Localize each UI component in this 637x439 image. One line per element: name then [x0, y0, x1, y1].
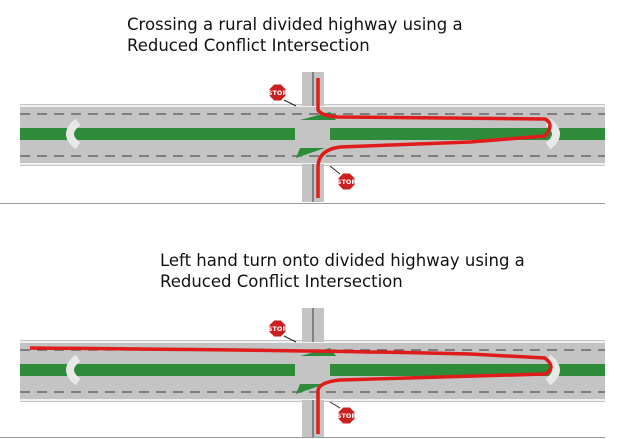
divider [0, 437, 605, 438]
caption-line: Crossing a rural divided highway using a [127, 15, 463, 34]
stop-sign-label: STOP [337, 178, 357, 186]
stop-sign-icon [268, 83, 287, 102]
median-left [20, 128, 295, 140]
route-path [29, 346, 553, 434]
u-turn-loop-left [66, 354, 81, 386]
u-turn-loop-right [545, 354, 560, 386]
pointer-line [283, 335, 297, 343]
stop-sign: STOP [329, 165, 357, 191]
caption-line: Reduced Conflict Intersection [127, 36, 370, 55]
stop-sign-icon [337, 172, 356, 191]
rci-crossing-diagram: STOP STOP [20, 72, 605, 202]
stop-sign: STOP [268, 83, 297, 107]
channel-island [296, 148, 325, 158]
stop-sign-icon [268, 319, 287, 338]
stop-sign-icon [337, 406, 356, 425]
route-path [316, 78, 552, 198]
caption-left-turn: Left hand turn onto divided highway usin… [160, 250, 525, 292]
median-right [330, 364, 605, 376]
median-right [330, 128, 605, 140]
caption-line: Reduced Conflict Intersection [160, 272, 403, 291]
stop-sign: STOP [329, 401, 357, 425]
rci-left-turn-diagram: STOP STOP [20, 308, 605, 438]
stop-sign-label: STOP [337, 412, 357, 420]
stop-sign-label: STOP [268, 325, 288, 333]
caption-line: Left hand turn onto divided highway usin… [160, 251, 525, 270]
pointer-line [329, 401, 341, 409]
median-left [20, 364, 295, 376]
pointer-line [283, 99, 297, 107]
pointer-line [329, 165, 341, 175]
caption-crossing: Crossing a rural divided highway using a… [127, 14, 463, 56]
divider [0, 203, 605, 204]
stop-sign: STOP [268, 319, 297, 343]
stop-sign-label: STOP [268, 89, 288, 97]
u-turn-loop-left [66, 118, 81, 150]
